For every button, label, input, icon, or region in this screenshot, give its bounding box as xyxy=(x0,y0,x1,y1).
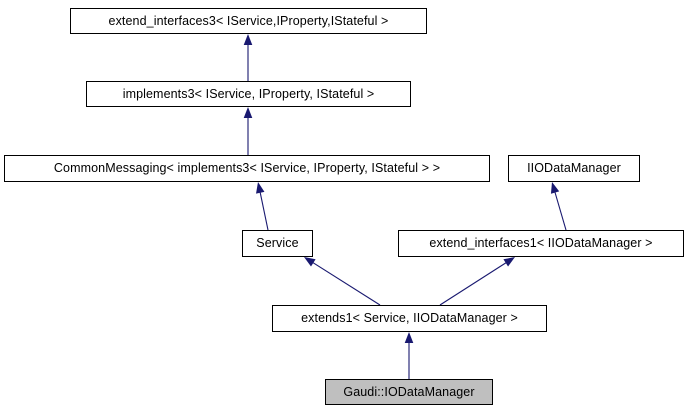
class-node-label: Service xyxy=(256,236,299,251)
class-node-label: implements3< IService, IProperty, IState… xyxy=(122,86,375,101)
class-node-Gaudi_IODataManager[interactable]: Gaudi::IODataManager xyxy=(325,379,493,405)
class-node-extend_interfaces3[interactable]: extend_interfaces3< IService,IProperty,I… xyxy=(70,8,427,34)
inheritance-arrow-implements3-to-extend_interfaces3 xyxy=(243,34,253,81)
class-node-implements3[interactable]: implements3< IService, IProperty, IState… xyxy=(86,81,411,107)
class-node-label: extend_interfaces3< IService,IProperty,I… xyxy=(108,13,389,28)
class-node-label: CommonMessaging< implements3< IService, … xyxy=(53,161,441,176)
class-node-label: IIODataManager xyxy=(527,161,621,176)
inheritance-arrow-extends1-to-extend_interfaces1 xyxy=(439,257,515,306)
class-node-IIODataManager[interactable]: IIODataManager xyxy=(508,155,640,182)
inheritance-arrow-extend_interfaces1-to-IIODataManager xyxy=(550,182,567,231)
class-node-Service[interactable]: Service xyxy=(242,230,313,257)
class-node-label: Gaudi::IODataManager xyxy=(343,384,475,399)
class-node-label: extends1< Service, IIODataManager > xyxy=(301,311,518,326)
class-node-label: extend_interfaces1< IIODataManager > xyxy=(429,236,653,251)
inheritance-arrow-Gaudi_IODataManager-to-extends1 xyxy=(404,332,414,379)
inheritance-arrow-CommonMessaging-to-implements3 xyxy=(243,107,253,155)
class-node-extend_interfaces1[interactable]: extend_interfaces1< IIODataManager > xyxy=(398,230,684,257)
class-node-CommonMessaging[interactable]: CommonMessaging< implements3< IService, … xyxy=(4,155,490,182)
inheritance-arrow-extends1-to-Service xyxy=(304,257,381,306)
class-node-extends1[interactable]: extends1< Service, IIODataManager > xyxy=(272,305,547,332)
inheritance-arrow-Service-to-CommonMessaging xyxy=(256,182,269,231)
